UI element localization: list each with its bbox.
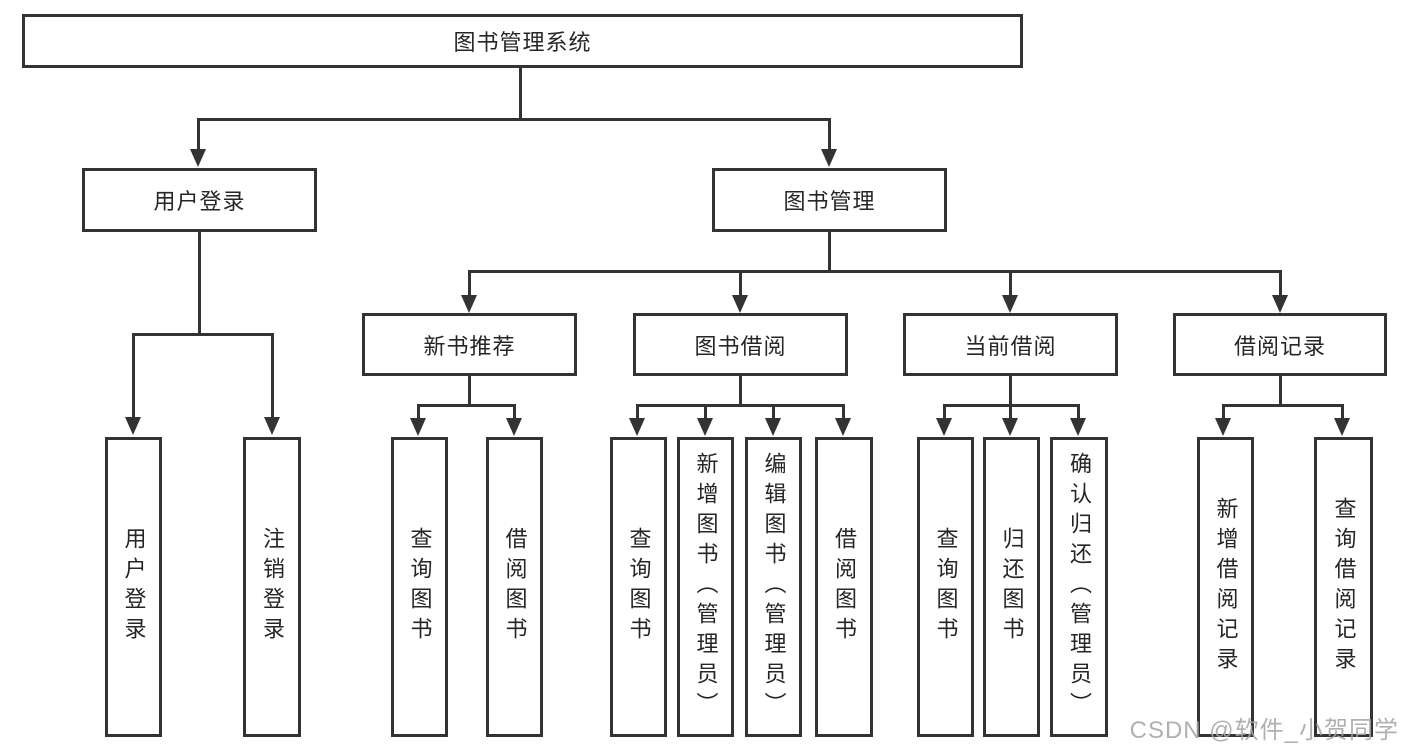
- arrow-down-icon: [1002, 418, 1018, 436]
- connector-stem: [468, 376, 471, 407]
- arrow-down-icon: [1215, 418, 1231, 436]
- arrow-down-icon: [936, 418, 952, 436]
- leaf-label: 新增借阅记录: [1213, 497, 1239, 677]
- connector-drop: [1279, 270, 1282, 297]
- node-book-management: 图书管理: [712, 168, 947, 232]
- leaf-label: 查询图书: [407, 527, 433, 647]
- connector-branch-right: [828, 118, 831, 152]
- arrow-down-icon: [264, 417, 280, 435]
- connector-drop: [739, 270, 742, 297]
- leaf-add-borrow-record: 新增借阅记录: [1197, 437, 1254, 737]
- connector-drop: [132, 333, 135, 419]
- connector-drop: [1341, 404, 1344, 419]
- connector-root-stem: [519, 68, 522, 121]
- connector-drop: [417, 404, 420, 419]
- arrow-down-icon: [1334, 418, 1350, 436]
- arrow-down-icon: [821, 149, 837, 167]
- connector-drop: [842, 404, 845, 419]
- leaf-label: 查询图书: [626, 527, 652, 647]
- node-current-borrowing: 当前借阅: [903, 313, 1118, 376]
- connector-branch-left: [197, 118, 200, 152]
- arrow-down-icon: [410, 418, 426, 436]
- connector-stem: [1009, 376, 1012, 407]
- arrow-down-icon: [461, 295, 477, 313]
- connector-bookmgmt-stem: [828, 232, 831, 272]
- node-label: 用户登录: [153, 189, 246, 214]
- leaf-add-book-admin: 新增图书（管理员）: [677, 437, 734, 737]
- connector-drop: [704, 404, 707, 419]
- node-label: 当前借阅: [964, 333, 1057, 359]
- leaf-edit-book-admin: 编辑图书（管理员）: [745, 437, 802, 737]
- node-label: 新书推荐: [423, 333, 516, 359]
- node-label: 借阅记录: [1233, 333, 1326, 359]
- node-user-login: 用户登录: [82, 168, 317, 232]
- leaf-user-login: 用户登录: [105, 437, 162, 737]
- leaf-label: 新增图书（管理员）: [693, 452, 719, 722]
- leaf-return-book: 归还图书: [983, 437, 1040, 737]
- arrow-down-icon: [1002, 295, 1018, 313]
- connector-drop: [1009, 404, 1012, 419]
- connector-drop: [513, 404, 516, 419]
- node-label: 图书管理系统: [453, 30, 592, 55]
- connector-splitter: [1222, 404, 1344, 407]
- arrow-down-icon: [732, 295, 748, 313]
- arrow-down-icon: [835, 418, 851, 436]
- leaf-borrow-book: 借阅图书: [815, 437, 873, 737]
- connector-stem: [739, 376, 742, 407]
- connector-stem: [1279, 376, 1282, 407]
- connector-drop: [1009, 270, 1012, 297]
- arrow-down-icon: [697, 418, 713, 436]
- node-root-library-system: 图书管理系统: [22, 14, 1023, 68]
- connector-userlogin-stem: [198, 232, 201, 336]
- connector-drop: [468, 270, 471, 297]
- arrow-down-icon: [629, 418, 645, 436]
- leaf-label: 编辑图书（管理员）: [761, 452, 787, 722]
- leaf-label: 查询图书: [933, 527, 959, 647]
- watermark: CSDN @软件_小贺同学: [1129, 717, 1399, 744]
- node-label: 图书管理: [783, 189, 876, 214]
- leaf-label: 归还图书: [999, 527, 1025, 647]
- arrow-down-icon: [506, 418, 522, 436]
- connector-drop: [943, 404, 946, 419]
- arrow-down-icon: [1070, 418, 1086, 436]
- leaf-query-borrow-record: 查询借阅记录: [1314, 437, 1373, 737]
- connector-drop: [772, 404, 775, 419]
- connector-drop: [1077, 404, 1080, 419]
- connector-drop: [636, 404, 639, 419]
- node-label: 图书借阅: [694, 333, 787, 359]
- leaf-logout: 注销登录: [243, 437, 301, 737]
- leaf-query-books-current: 查询图书: [917, 437, 974, 737]
- connector-drop: [1222, 404, 1225, 419]
- node-new-book-recommend: 新书推荐: [362, 313, 577, 376]
- leaf-query-books-recommend: 查询图书: [391, 437, 448, 737]
- arrow-down-icon: [190, 149, 206, 167]
- arrow-down-icon: [125, 417, 141, 435]
- leaf-label: 查询借阅记录: [1331, 497, 1357, 677]
- arrow-down-icon: [1272, 295, 1288, 313]
- leaf-label: 确认归还（管理员）: [1067, 452, 1092, 722]
- connector-userlogin-splitter: [132, 333, 274, 336]
- leaf-label: 注销登录: [260, 527, 285, 647]
- leaf-query-books-borrowing: 查询图书: [610, 437, 667, 737]
- connector-splitter: [417, 404, 516, 407]
- node-borrowing-records: 借阅记录: [1173, 313, 1387, 376]
- connector-root-splitter: [197, 118, 831, 121]
- leaf-borrow-books-recommend: 借阅图书: [486, 437, 543, 737]
- leaf-label: 用户登录: [121, 527, 147, 647]
- leaf-label: 借阅图书: [832, 527, 857, 647]
- leaf-confirm-return-admin: 确认归还（管理员）: [1050, 437, 1108, 737]
- connector-drop: [271, 333, 274, 419]
- node-book-borrowing: 图书借阅: [633, 313, 848, 376]
- connector-level3-splitter: [468, 270, 1282, 273]
- arrow-down-icon: [765, 418, 781, 436]
- connector-splitter: [636, 404, 845, 407]
- leaf-label: 借阅图书: [502, 527, 528, 647]
